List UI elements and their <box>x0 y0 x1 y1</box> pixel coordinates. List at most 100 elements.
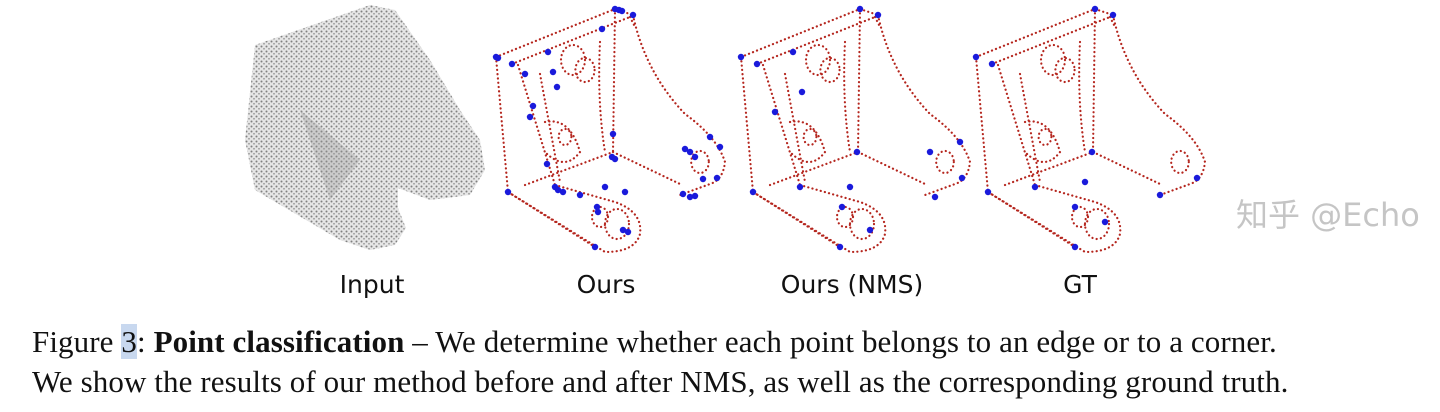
corner-point <box>609 130 617 138</box>
gt-point-cloud <box>972 5 1207 254</box>
corner-point <box>706 133 714 141</box>
edge-points <box>783 72 807 184</box>
edge-points <box>494 7 617 59</box>
corner-point <box>543 160 551 168</box>
corner-point <box>559 188 567 196</box>
corner-point <box>619 226 627 234</box>
edge-points <box>523 150 615 187</box>
edge-points <box>1078 40 1087 154</box>
caption-colon: : <box>137 324 154 359</box>
caption-line-1: Figure 3: Point classification – We dete… <box>32 324 1277 360</box>
corner-point <box>1193 174 1201 182</box>
edge-points <box>986 183 1122 254</box>
edge-points <box>494 55 510 194</box>
edge-points <box>543 120 582 164</box>
corner-point <box>1071 203 1079 211</box>
caption-text: – We determine whether each point belong… <box>404 324 1277 359</box>
edge-points <box>876 13 972 197</box>
panel-label-ours-nms: Ours (NMS) <box>780 270 924 299</box>
edge-points <box>1003 150 1095 187</box>
edge-points <box>858 7 880 17</box>
figure-number: 3 <box>121 324 137 359</box>
corner-point <box>713 174 721 182</box>
figure-panels <box>245 5 1207 254</box>
edge-points-ring <box>1039 43 1067 77</box>
edge-points-ring <box>819 56 841 84</box>
edge-points <box>611 7 617 154</box>
corner-point <box>931 193 939 201</box>
corner-point <box>737 53 745 61</box>
corner-point <box>836 243 844 251</box>
corner-point <box>691 192 699 200</box>
corner-point <box>521 70 529 78</box>
corner-point <box>853 148 861 156</box>
edge-points <box>1091 7 1097 154</box>
corner-point <box>494 54 502 62</box>
edge-points-ring <box>557 127 573 147</box>
ours-point-cloud <box>492 5 727 254</box>
edge-points <box>516 63 557 187</box>
corner-point <box>988 60 996 68</box>
corner-point <box>679 190 687 198</box>
edge-points <box>598 40 607 154</box>
edge-points <box>631 13 727 197</box>
edge-points <box>1018 72 1042 184</box>
watermark: 知乎 @Echo <box>1236 196 1420 234</box>
corner-point <box>598 25 606 33</box>
edge-points-ring <box>802 127 818 147</box>
corner-point <box>529 102 537 110</box>
corner-point <box>1156 191 1164 199</box>
corner-point <box>601 183 609 191</box>
corner-point <box>611 155 619 163</box>
corner-point <box>554 186 562 194</box>
edge-points <box>856 7 862 154</box>
edge-points-ring <box>935 149 955 175</box>
corner-point <box>749 188 757 196</box>
edge-points-ring <box>1037 127 1053 147</box>
edge-points <box>628 15 637 29</box>
corner-point <box>691 153 699 161</box>
caption-line-2: We show the results of our method before… <box>32 364 1289 399</box>
edge-points-ring <box>603 207 631 241</box>
input-point-cloud <box>245 5 485 250</box>
edge-points <box>974 7 1097 59</box>
corner-point <box>591 243 599 251</box>
edge-points <box>974 55 990 194</box>
corner-point <box>716 143 724 151</box>
edge-points <box>510 15 632 66</box>
edge-points <box>788 120 827 164</box>
edge-points-ring <box>848 207 876 241</box>
corner-point <box>856 5 864 13</box>
corner-point <box>553 83 561 91</box>
corner-point <box>958 174 966 182</box>
corner-point <box>789 48 797 56</box>
corner-point <box>549 68 557 76</box>
corner-point <box>1031 183 1039 191</box>
edge-points <box>873 15 882 29</box>
edge-points <box>990 15 1112 66</box>
corner-point <box>593 203 601 211</box>
corner-point <box>771 108 779 116</box>
edge-points-ring <box>1054 56 1076 84</box>
edge-points <box>1091 150 1162 186</box>
panel-label-gt: GT <box>1063 270 1097 299</box>
corner-point <box>504 188 512 196</box>
edge-points <box>1111 13 1207 197</box>
panel-label-input: Input <box>339 270 405 299</box>
corner-point <box>508 60 516 68</box>
corner-point <box>1071 243 1079 251</box>
edge-points <box>1108 15 1117 29</box>
corner-point <box>1091 5 1099 13</box>
edge-points <box>768 150 860 187</box>
corner-point <box>686 193 694 201</box>
edge-points-ring <box>574 56 596 84</box>
caption-title: Point classification <box>153 324 405 359</box>
corner-point <box>681 145 689 153</box>
corner-point <box>526 113 534 121</box>
corner-point <box>621 188 629 196</box>
edge-points <box>1023 120 1062 164</box>
corner-point <box>618 7 626 15</box>
corner-point <box>796 183 804 191</box>
corner-point <box>874 11 882 19</box>
panel-label-ours: Ours <box>576 270 636 299</box>
